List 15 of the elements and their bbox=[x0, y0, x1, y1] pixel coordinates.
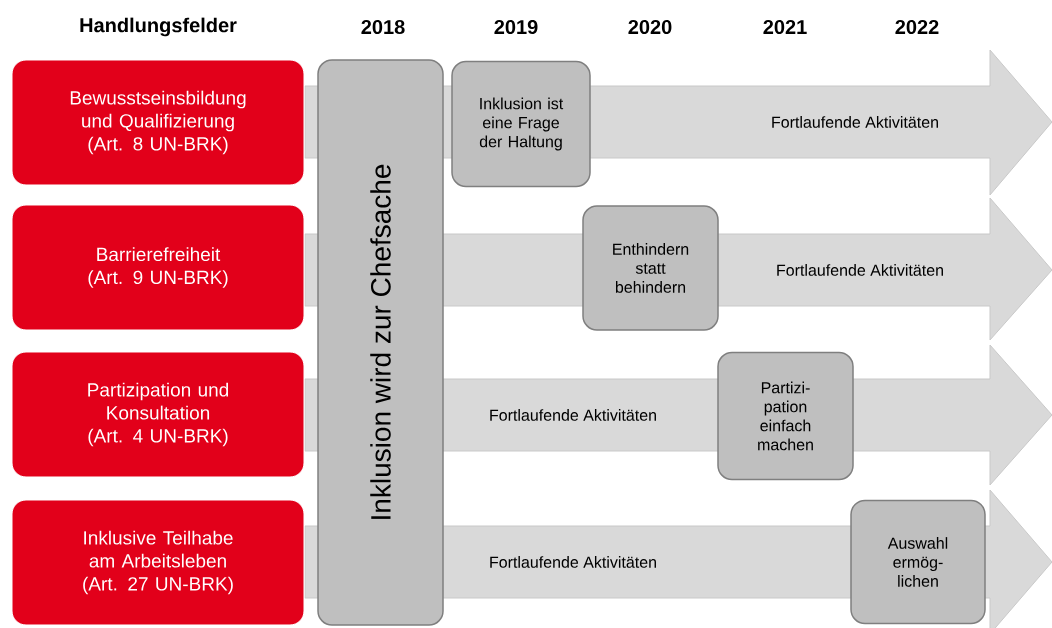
milestone-box: Partizi- pation einfach machen bbox=[717, 351, 854, 481]
field-box: Barrierefreiheit (Art. 9 UN-BRK) bbox=[11, 204, 305, 331]
milestone-box: Inklusion ist eine Frage der Haltung bbox=[451, 60, 591, 188]
field-box: Bewusstseinsbildung und Qualifizierung (Art. 8 UN-BRK) bbox=[11, 59, 305, 186]
milestone-box: Enthindern statt behindern bbox=[582, 205, 719, 331]
milestone-box: Auswahl ermög- lichen bbox=[850, 499, 986, 625]
column-heading: 2019 bbox=[494, 19, 538, 35]
column-heading: 2020 bbox=[628, 19, 672, 35]
column-heading: 2022 bbox=[895, 19, 939, 35]
field-box: Inklusive Teilhabe am Arbeitsleben (Art. 27 UN-BRK) bbox=[11, 499, 305, 626]
column-heading: 2021 bbox=[763, 19, 807, 35]
column-heading: 2018 bbox=[361, 19, 405, 35]
column-heading: Handlungsfelder bbox=[80, 17, 237, 37]
field-box: Partizipation und Konsultation (Art. 4 UN-BRK) bbox=[11, 351, 305, 478]
phase-box: Inklusion wird zur Chefsache bbox=[317, 59, 444, 626]
